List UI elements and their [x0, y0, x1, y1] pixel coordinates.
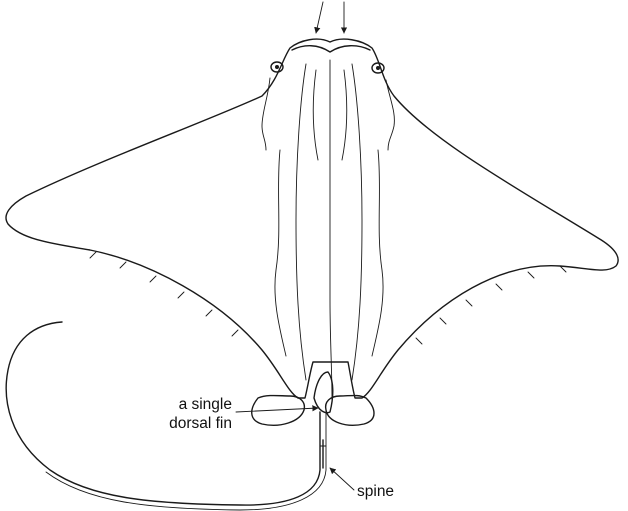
eyes	[271, 62, 384, 73]
dorsal-fin	[314, 372, 333, 413]
body-contours	[262, 60, 394, 400]
dorsal-fin-label-line2: dorsal fin	[104, 414, 232, 433]
cephalic-lobes	[292, 46, 370, 52]
dorsal-fin-label-line1: a single	[104, 395, 232, 414]
spine	[320, 440, 326, 468]
ray-body-outline	[6, 39, 618, 398]
dorsal-fin-label: a single dorsal fin	[104, 395, 232, 433]
spine-label: spine	[357, 482, 394, 501]
fin-edge-marks	[90, 252, 566, 344]
head-arrows	[316, 2, 344, 33]
